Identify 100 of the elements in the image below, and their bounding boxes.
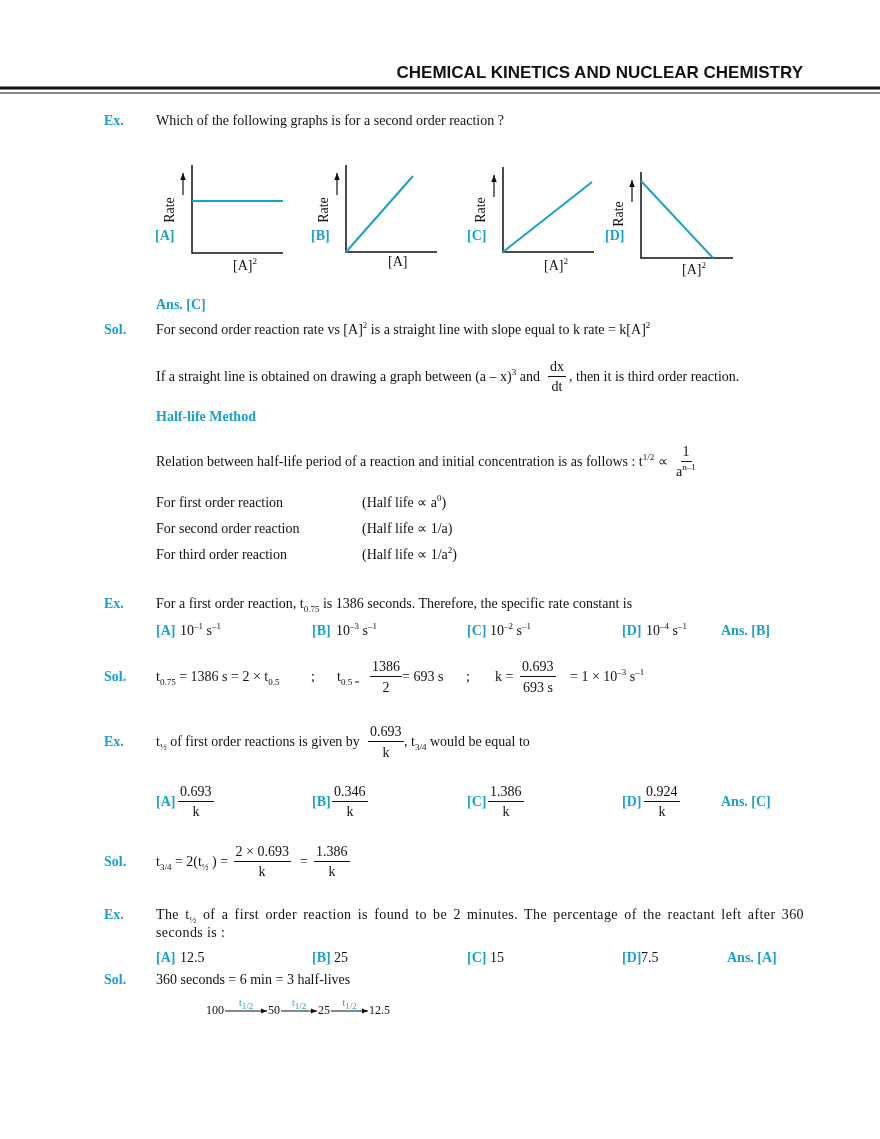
- fraction-denominator: 693 s: [522, 679, 554, 697]
- fraction-numerator: 0.693: [178, 782, 214, 802]
- body-text: For first order reaction: [156, 494, 284, 512]
- edge-label: t$_{1/2}$: [238, 998, 255, 1008]
- answer-text: Ans. [B]: [721, 622, 770, 640]
- option-letter: [A]: [156, 793, 176, 811]
- edge-label: t$_{1/2}$: [341, 998, 358, 1008]
- option-value: 10$^{–2}$ s$^{–1}$: [490, 622, 531, 640]
- example-marker: Ex.: [104, 595, 124, 613]
- option-letter: [C]: [467, 793, 487, 811]
- option-letter: [A]: [155, 227, 175, 245]
- example-marker: Ex.: [104, 906, 124, 924]
- value-text: 100: [206, 1003, 224, 1017]
- option-value: 12.5: [180, 949, 205, 967]
- body-text: For second order reaction: [156, 520, 300, 538]
- option-letter: [B]: [311, 227, 330, 245]
- option-value: 7.5: [641, 949, 659, 967]
- fraction-numerator: 0.693: [368, 722, 404, 742]
- body-text: (Half life ∝ a$^{0}$): [362, 494, 447, 512]
- axis-label: Rate: [314, 197, 332, 223]
- fraction-numerator: dx: [548, 357, 566, 377]
- option-value: 10$^{–3}$ s$^{–1}$: [336, 622, 377, 640]
- fraction-numerator: 0.693: [520, 657, 556, 677]
- option-value: 15: [490, 949, 504, 967]
- fraction-denominator: a$^{n–1}$: [675, 463, 697, 481]
- body-text: The t$_{½}$ of a first order reaction is found to be 2 minutes. The percentage of the reactant left after 360 seconds is :: [156, 906, 804, 942]
- fraction-numerator: 1.386: [488, 782, 524, 802]
- body-text: = 1 × 10$^{–3}$ s$^{–1}$: [570, 668, 645, 686]
- example-marker: Ex.: [104, 733, 124, 751]
- body-text: 360 seconds = 6 min = 3 half-lives: [156, 971, 351, 989]
- body-text: For third order reaction: [156, 546, 287, 564]
- fraction-denominator: k: [257, 863, 267, 881]
- option-letter: [D]: [622, 949, 642, 967]
- option-letter: [A]: [156, 949, 176, 967]
- fraction-numerator: 1.386: [314, 842, 350, 862]
- axis-label: Rate: [609, 201, 627, 227]
- answer-text: Ans. [C]: [156, 296, 206, 314]
- value-text: 25: [318, 1003, 330, 1017]
- value-text: 12.5: [369, 1003, 390, 1017]
- axis-label: [A]$^{2}$: [682, 261, 706, 279]
- axis-label: [A]$^{2}$: [544, 257, 568, 275]
- value-text: 50: [268, 1003, 280, 1017]
- option-letter: [D]: [622, 622, 642, 640]
- body-text: =: [300, 853, 308, 871]
- arrow: [280, 1008, 318, 1014]
- body-text: Which of the following graphs is for a second order reaction ?: [156, 112, 504, 130]
- fraction-denominator: k: [657, 803, 667, 821]
- option-letter: [B]: [312, 622, 331, 640]
- page-heading: CHEMICAL KINETICS AND NUCLEAR CHEMISTRY: [396, 63, 803, 83]
- fraction-denominator: k: [327, 863, 337, 881]
- body-text: t$_{½}$ of first order reactions is given by: [156, 733, 360, 751]
- body-text: Relation between half-life period of a reaction and initial concentration is as follows : t$^{1/2}$ ∝: [156, 453, 668, 471]
- axis-label: Rate: [160, 197, 178, 223]
- body-text: t$_{3/4}$ = 2(t$_{½}$ ) =: [156, 853, 229, 871]
- option-letter: [D]: [622, 793, 642, 811]
- axis-label: [A]: [388, 253, 408, 271]
- arrow: [224, 1008, 268, 1014]
- fraction-denominator: 2: [381, 679, 391, 697]
- fraction-denominator: k: [381, 744, 391, 762]
- fraction-numerator: 2 × 0.693: [233, 842, 291, 862]
- answer-text: Ans. [A]: [727, 949, 777, 967]
- solution-marker: Sol.: [104, 668, 127, 686]
- option-letter: [A]: [156, 622, 176, 640]
- body-text: (Half life ∝ 1/a): [362, 520, 453, 538]
- solution-marker: Sol.: [104, 971, 127, 989]
- option-value: 25: [334, 949, 348, 967]
- body-text: t$_{0.5 =}$: [337, 668, 360, 686]
- fraction-numerator: 0.924: [644, 782, 680, 802]
- option-letter: [C]: [467, 227, 487, 245]
- example-marker: Ex.: [104, 112, 124, 130]
- fraction-numerator: 1386: [370, 657, 402, 677]
- body-text: , then it is third order reaction.: [569, 368, 740, 386]
- body-text: For a first order reaction, t$_{0.75}$ is 1386 seconds. Therefore, the specific rate constant is: [156, 595, 633, 613]
- body-text: ;: [311, 668, 315, 686]
- solution-marker: Sol.: [104, 853, 127, 871]
- option-letter: [B]: [312, 949, 331, 967]
- option-letter: [C]: [467, 949, 487, 967]
- body-text: k =: [495, 668, 514, 686]
- fraction-denominator: k: [191, 803, 201, 821]
- fraction-numerator: 1: [680, 442, 692, 462]
- option-letter: [C]: [467, 622, 487, 640]
- body-text: , t$_{3/4}$ would be equal to: [404, 733, 530, 751]
- option-value: 10$^{–4}$ s$^{–1}$: [646, 622, 687, 640]
- fraction-numerator: 0.346: [332, 782, 368, 802]
- answer-text: Ans. [C]: [721, 793, 771, 811]
- solution-marker: Sol.: [104, 321, 127, 339]
- body-text: If a straight line is obtained on drawing a graph between (a – x)$^{3}$ and: [156, 368, 540, 386]
- axis-label: Rate: [471, 197, 489, 223]
- fraction-denominator: dt: [550, 378, 564, 396]
- section-heading: Half-life Method: [156, 408, 256, 426]
- option-letter: [D]: [605, 227, 625, 245]
- body-text: ;: [466, 668, 470, 686]
- arrow: [330, 1008, 369, 1014]
- option-letter: [B]: [312, 793, 331, 811]
- fraction-denominator: k: [345, 803, 355, 821]
- body-text: (Half life ∝ 1/a$^{2}$): [362, 546, 457, 564]
- body-text: For second order reaction rate vs [A]$^{2}$ is a straight line with slope equal to k rate = k[A]$^{2}$: [156, 321, 651, 339]
- edge-label: t$_{1/2}$: [291, 998, 308, 1008]
- option-value: 10$^{–1}$ s$^{–1}$: [180, 622, 221, 640]
- fraction-denominator: k: [501, 803, 511, 821]
